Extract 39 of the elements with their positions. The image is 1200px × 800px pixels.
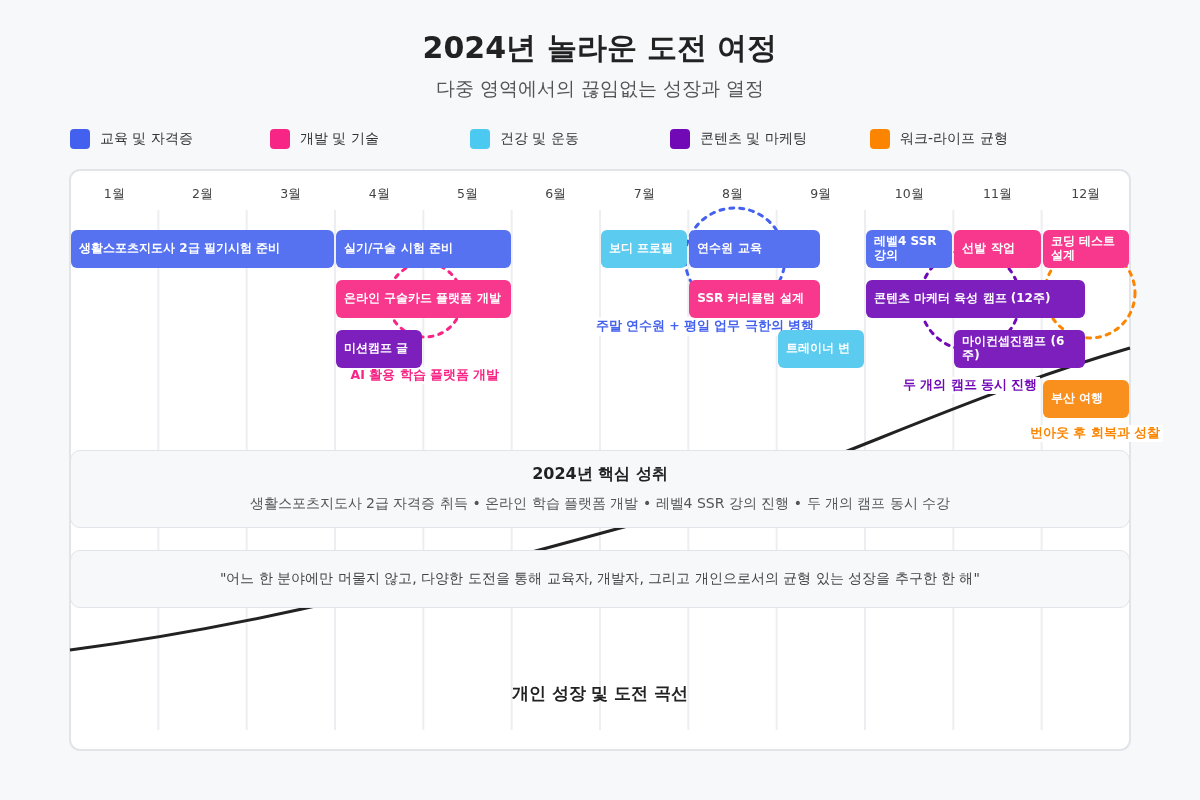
summary-heading: 2024년 핵심 성취 [531,464,669,485]
month-label: 4월 [367,186,391,203]
timeline-bar: 온라인 구술카드 플랫폼 개발 [336,280,511,318]
timeline-bar: 레벨4 SSR 강의 [866,230,953,268]
timeline-bar: 트레이너 변 [777,330,864,368]
month-label: 9월 [809,186,833,203]
timeline-bar: 보디 프로필 [601,230,688,268]
annotation-text: 두 개의 캠프 동시 진행 [900,377,1041,394]
month-label: 8월 [721,186,744,203]
timeline-bar: 부산 여행 [1042,380,1129,418]
legend-label: 콘텐츠 및 마케팅 [700,130,807,148]
quote-card: "어느 한 분야에만 머물지 않고, 다양한 도전을 통해 교육자, 개발자, 그리고 개인으로서의 균형 있는 성장을 추구한 한 해" [70,550,1130,608]
month-label: 1월 [102,186,126,203]
legend-label: 개발 및 기술 [300,130,379,148]
summary-card [70,450,1130,528]
legend-label: 교육 및 자격증 [100,130,193,148]
timeline-bar: 콘텐츠 마케터 육성 캠프 (12주) [866,280,1085,318]
month-label: 12월 [1070,186,1102,203]
timeline-bar: 마이컨셉진캠프 (6주) [954,330,1085,368]
legend-label: 워크-라이프 균형 [900,130,1008,148]
legend-label: 건강 및 운동 [500,130,579,148]
month-label: 5월 [456,186,479,203]
timeline-bar: 실기/구술 시험 준비 [336,230,511,268]
timeline-bar: SSR 커리큘럼 설계 [689,280,820,318]
month-label: 3월 [279,186,303,203]
summary-text: 생활스포츠지도사 2급 자격증 취득 • 온라인 학습 플랫폼 개발 • 레벨4 SSR 강의 진행 • 두 개의 캠프 동시 수강 [248,495,952,513]
month-label: 11월 [982,186,1013,203]
timeline-bar: 코딩 테스트 설계 [1042,230,1129,268]
timeline-bar: 미션캠프 글 [336,330,423,368]
title: 2024년 놀라운 도전 여정 [421,29,779,67]
month-label: 7월 [632,186,656,203]
month-label: 10월 [893,186,925,203]
subtitle: 다중 영역에서의 끊임없는 성장과 열정 [434,76,766,101]
timeline-bar: 생활스포츠지도사 2급 필기시험 준비 [71,230,334,268]
chart-title: 개인 성장 및 도전 곡선 [510,682,690,705]
timeline-bar: 연수원 교육 [689,230,820,268]
timeline-bar: 선발 작업 [954,230,1041,268]
month-label: 2월 [191,186,214,203]
month-label: 6월 [544,186,568,203]
